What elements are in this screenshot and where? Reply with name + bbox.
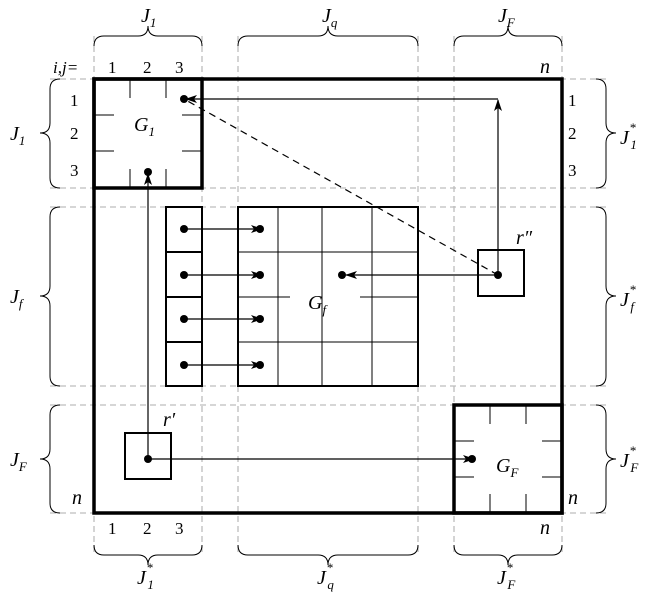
svg-text:J*F: J*F <box>620 443 639 475</box>
svg-text:3: 3 <box>70 161 79 180</box>
label-r-prime: r′ <box>163 409 176 431</box>
svg-text:n: n <box>540 56 550 78</box>
r-double-prime-box <box>477 249 525 297</box>
outer-matrix-frame <box>92 77 564 515</box>
label-g1: G1 <box>134 114 155 139</box>
label-gF: GF <box>496 455 519 480</box>
svg-text:J*q: J*q <box>317 560 334 592</box>
svg-text:Jq: Jq <box>322 5 338 30</box>
svg-text:JF: JF <box>10 449 28 474</box>
svg-text:3: 3 <box>175 519 184 538</box>
svg-text:n: n <box>72 487 82 509</box>
dots <box>144 95 502 463</box>
svg-text:J*1: J*1 <box>620 120 637 152</box>
svg-text:Jf: Jf <box>10 286 25 311</box>
svg-text:2: 2 <box>70 124 79 143</box>
index-label: i,j= <box>53 58 78 77</box>
left-brace-labels: J1 Jf JF <box>10 123 28 474</box>
svg-text:1: 1 <box>70 91 79 110</box>
label-r-double-prime: r″ <box>516 227 533 249</box>
svg-text:J*1: J*1 <box>137 560 154 592</box>
svg-text:1: 1 <box>108 58 117 77</box>
right-col-numbers: 1 2 3 <box>568 91 577 180</box>
svg-text:2: 2 <box>568 124 577 143</box>
column-strip <box>165 206 203 387</box>
braces <box>39 25 617 566</box>
svg-text:1: 1 <box>568 91 577 110</box>
right-brace-labels: J*1 J*f J*F <box>620 120 639 475</box>
svg-text:n: n <box>568 487 578 509</box>
svg-text:J1: J1 <box>141 5 156 30</box>
svg-text:JF: JF <box>498 5 516 30</box>
svg-text:J1: J1 <box>10 123 25 148</box>
svg-text:3: 3 <box>568 161 577 180</box>
arrows <box>144 95 502 463</box>
svg-text:2: 2 <box>143 519 152 538</box>
label-gf: Gf <box>308 292 328 317</box>
bottom-brace-labels: J*1 J*q J*F <box>137 560 516 592</box>
left-col-numbers: 1 2 3 <box>70 91 79 180</box>
svg-text:J*f: J*f <box>620 282 636 314</box>
top-row-numbers: 1 2 3 <box>108 58 184 77</box>
svg-text:n: n <box>540 517 550 539</box>
n-labels: n n n n <box>72 56 578 539</box>
svg-text:3: 3 <box>175 58 184 77</box>
block-gf <box>237 206 419 387</box>
svg-text:J*F: J*F <box>497 560 516 592</box>
bottom-row-numbers: 1 2 3 <box>108 519 184 538</box>
svg-text:2: 2 <box>143 58 152 77</box>
svg-text:1: 1 <box>108 519 117 538</box>
top-brace-labels: J1 Jq JF <box>141 5 516 30</box>
